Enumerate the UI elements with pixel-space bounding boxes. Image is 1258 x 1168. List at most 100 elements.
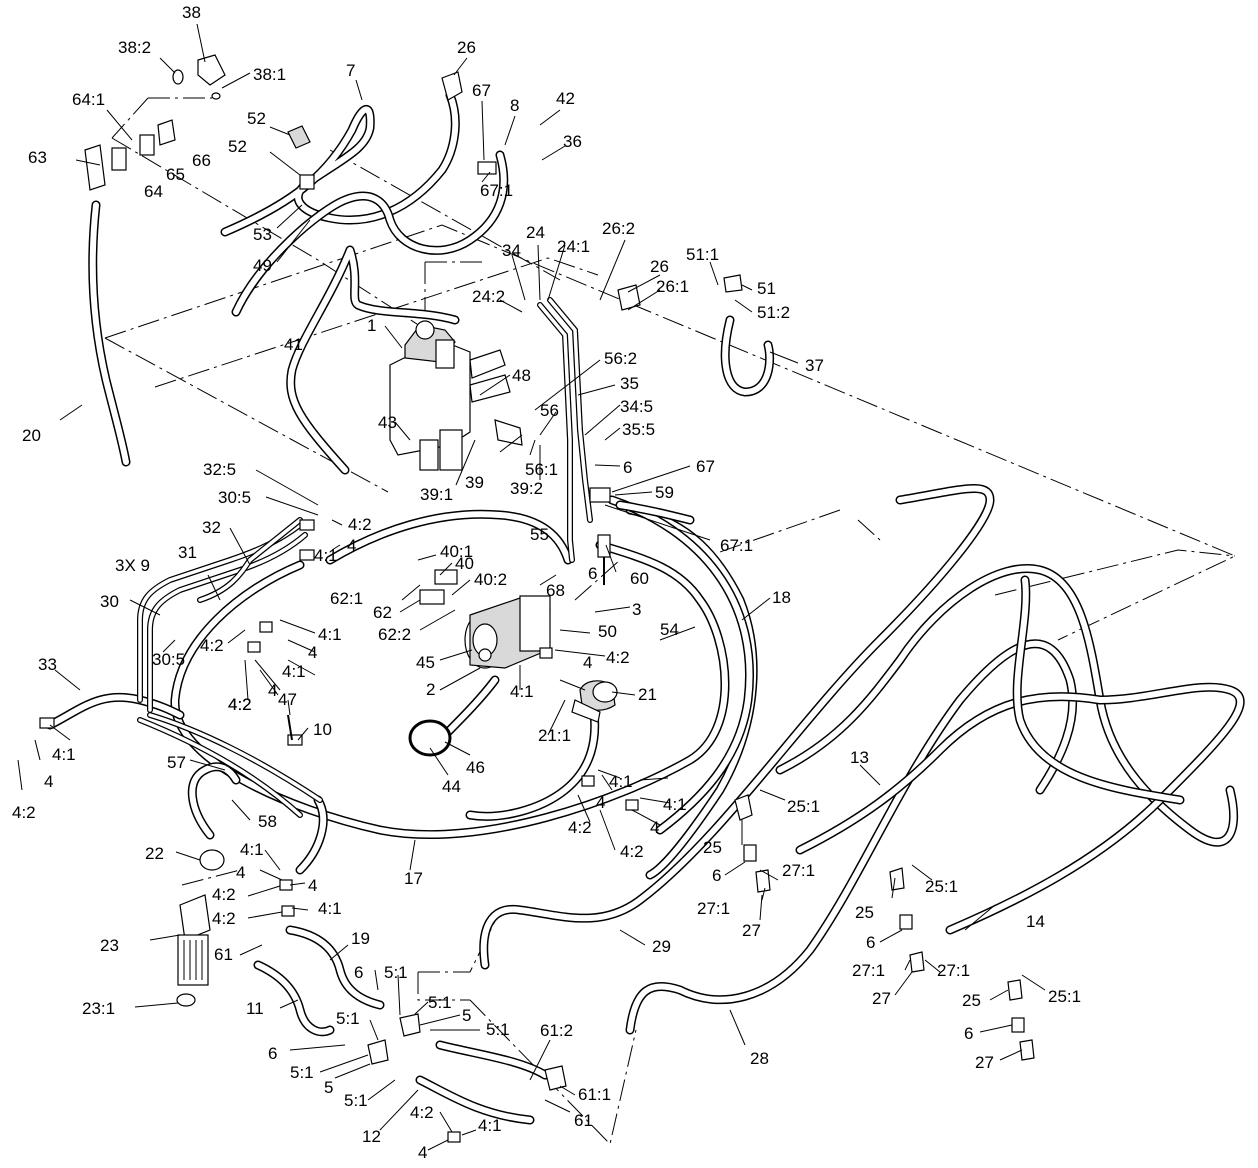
clamp-ring-44 bbox=[408, 719, 452, 757]
callout-31: 31 bbox=[178, 543, 197, 562]
callout-51-2: 51:2 bbox=[757, 303, 790, 322]
callout-38: 38 bbox=[182, 3, 201, 22]
callout-27-1: 27:1 bbox=[697, 899, 730, 918]
callout-48: 48 bbox=[512, 366, 531, 385]
callout-4-1: 4:1 bbox=[609, 772, 633, 791]
callout-30: 30 bbox=[100, 592, 119, 611]
callout-4-2: 4:2 bbox=[228, 695, 252, 714]
callout-28: 28 bbox=[750, 1049, 769, 1068]
callout-12: 12 bbox=[362, 1127, 381, 1146]
callout-10: 10 bbox=[313, 720, 332, 739]
callout-26: 26 bbox=[457, 38, 476, 57]
callout-5: 5 bbox=[462, 1006, 471, 1025]
callout-25: 25 bbox=[703, 838, 722, 857]
callout-2: 2 bbox=[426, 680, 435, 699]
callout-17: 17 bbox=[404, 869, 423, 888]
elbow-26-right bbox=[617, 284, 641, 311]
callout-1: 1 bbox=[367, 316, 376, 335]
callout-4-1: 4:1 bbox=[318, 625, 342, 644]
callout-4: 4 bbox=[236, 863, 245, 882]
callout-62-2: 62:2 bbox=[378, 625, 411, 644]
callout-45: 45 bbox=[416, 653, 435, 672]
callout-23: 23 bbox=[100, 936, 119, 955]
callout-4-1: 4:1 bbox=[314, 546, 338, 565]
callout-8: 8 bbox=[510, 96, 519, 115]
callout-24-1: 24:1 bbox=[557, 237, 590, 256]
callout-27: 27 bbox=[975, 1053, 994, 1072]
callout-4-2: 4:2 bbox=[568, 818, 592, 837]
callout-67-1: 67:1 bbox=[480, 181, 513, 200]
callout-27-1: 27:1 bbox=[937, 961, 970, 980]
callout-27-1: 27:1 bbox=[782, 861, 815, 880]
callout-37: 37 bbox=[805, 356, 824, 375]
callout-40-2: 40:2 bbox=[474, 570, 507, 589]
callout-4-1: 4:1 bbox=[663, 795, 687, 814]
callout-29: 29 bbox=[652, 937, 671, 956]
callout-26-2: 26:2 bbox=[602, 219, 635, 238]
callout-27: 27 bbox=[742, 921, 761, 940]
callout-34: 34 bbox=[502, 241, 521, 260]
phantom-outlines bbox=[104, 97, 1237, 1146]
callout-11: 11 bbox=[246, 999, 264, 1018]
callout-39: 39 bbox=[465, 473, 484, 492]
callout-4-2: 4:2 bbox=[12, 803, 36, 822]
callout-38-1: 38:1 bbox=[253, 65, 286, 84]
callout-6: 6 bbox=[623, 458, 632, 477]
callout-4: 4 bbox=[596, 793, 605, 812]
callout-4-2: 4:2 bbox=[212, 885, 236, 904]
callout-62-1: 62:1 bbox=[330, 589, 363, 608]
sensor-60 bbox=[597, 534, 611, 558]
callout-14: 14 bbox=[1026, 912, 1045, 931]
callout-4-1: 4:1 bbox=[510, 682, 534, 701]
callout-42: 42 bbox=[556, 89, 575, 108]
fittings-63-66 bbox=[84, 119, 176, 191]
callout-6: 6 bbox=[964, 1024, 973, 1043]
callout-61: 61 bbox=[574, 1111, 593, 1130]
callout-19: 19 bbox=[351, 929, 370, 948]
callout-24-2: 24:2 bbox=[472, 287, 505, 306]
callout-4: 4 bbox=[308, 876, 317, 895]
callout-62: 62 bbox=[373, 603, 392, 622]
callout-44: 44 bbox=[442, 777, 461, 796]
callout-32: 32 bbox=[202, 518, 221, 537]
callout-67-1: 67:1 bbox=[720, 536, 753, 555]
callout-6: 6 bbox=[354, 963, 363, 982]
callout-36: 36 bbox=[563, 132, 582, 151]
callout-4-2: 4:2 bbox=[200, 636, 224, 655]
callout-26-1: 26:1 bbox=[656, 277, 689, 296]
callout-60: 60 bbox=[630, 569, 649, 588]
hoses bbox=[45, 90, 1245, 1125]
callout-4-2: 4:2 bbox=[228, 695, 252, 714]
callout-30-5: 30:5 bbox=[218, 488, 251, 507]
callout-52: 52 bbox=[247, 109, 266, 128]
elbow-fitting-21 bbox=[571, 680, 618, 723]
filter-23 bbox=[176, 894, 211, 1007]
elbow-51 bbox=[723, 274, 743, 293]
callout-labels: 38 38:2 38:1 7 26 64:1 67 8 42 63 52 52 … bbox=[12, 3, 1081, 1162]
callout-46: 46 bbox=[466, 758, 485, 777]
callout-67: 67 bbox=[472, 81, 491, 100]
callout-63: 63 bbox=[28, 148, 47, 167]
callout-65: 65 bbox=[166, 165, 185, 184]
callout-57: 57 bbox=[167, 753, 186, 772]
callout-4-1: 4:1 bbox=[240, 840, 264, 859]
callout-25: 25 bbox=[855, 903, 874, 922]
callout-58: 58 bbox=[258, 812, 277, 831]
callout-32-5: 32:5 bbox=[203, 460, 236, 479]
callout-6: 6 bbox=[268, 1044, 277, 1063]
callout-35-5: 35:5 bbox=[622, 420, 655, 439]
callout-67: 67 bbox=[696, 457, 715, 476]
callout-18: 18 bbox=[772, 588, 791, 607]
callout-56-1: 56:1 bbox=[525, 460, 558, 479]
callout-51-1: 51:1 bbox=[686, 245, 719, 264]
callout-4: 4 bbox=[268, 681, 277, 700]
hydraulic-pump bbox=[464, 595, 551, 669]
callout-27-1: 27:1 bbox=[852, 961, 885, 980]
callout-39-2: 39:2 bbox=[510, 479, 543, 498]
callout-35: 35 bbox=[620, 374, 639, 393]
callout-64: 64 bbox=[144, 182, 163, 201]
callout-39-1: 39:1 bbox=[420, 485, 453, 504]
bracket-52 bbox=[287, 125, 311, 149]
callout-56-2: 56:2 bbox=[604, 349, 637, 368]
